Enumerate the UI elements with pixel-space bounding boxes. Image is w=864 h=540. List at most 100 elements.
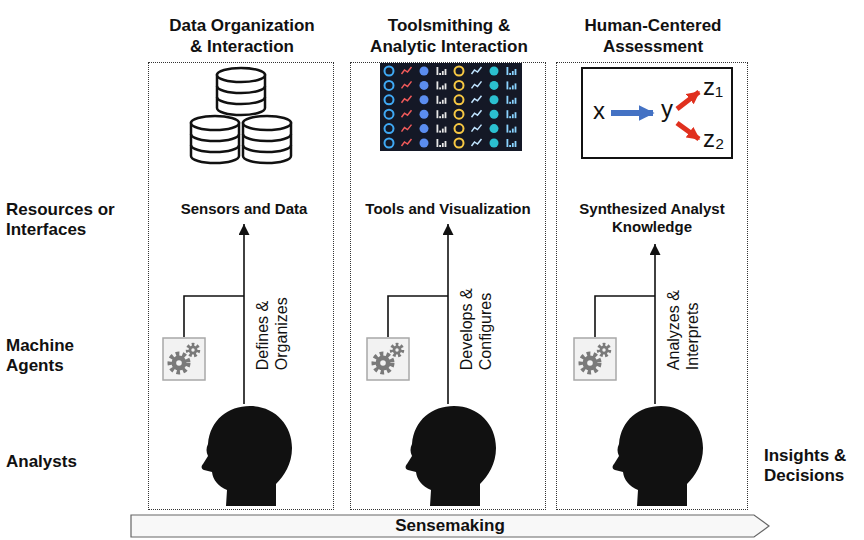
- dashboard-widget: [455, 139, 464, 148]
- line-widget: [472, 96, 482, 103]
- arrow-label: Defines & Organizes: [253, 270, 291, 370]
- bar-widget: [437, 110, 439, 118]
- resource-label: Sensors and Data: [151, 200, 337, 218]
- dashboard-widget: [455, 124, 464, 133]
- dashboard-widget: [507, 81, 517, 89]
- bar-widget: [437, 81, 439, 89]
- dashboard-widget: [420, 95, 429, 104]
- line-widget: [402, 81, 412, 88]
- database-icon: [191, 68, 291, 163]
- bar-widget: [439, 87, 441, 89]
- bar-widget: [507, 110, 509, 118]
- pie-widget: [420, 139, 429, 148]
- bar-widget: [437, 96, 439, 104]
- dashboard-widget: [437, 125, 447, 133]
- pie-widget: [490, 139, 499, 148]
- dashboard-widget: [420, 81, 429, 90]
- pie-widget: [490, 81, 499, 90]
- pie-widget: [490, 67, 499, 76]
- pie-widget: [420, 95, 429, 104]
- ring-widget: [385, 81, 394, 90]
- dashboard-widget: [385, 124, 394, 133]
- dashboard-widget: [385, 139, 394, 148]
- bar-widget: [507, 125, 509, 133]
- bar-widget: [445, 127, 447, 133]
- ring-widget: [385, 67, 394, 76]
- dashboard-widget: [437, 67, 447, 75]
- dashboard-widget: [402, 81, 412, 88]
- column-heading: Data Organization & Interaction: [165, 16, 320, 57]
- dashboard-widget: [437, 81, 447, 89]
- upward-arrow: [243, 224, 245, 404]
- dashboard-widget: [455, 110, 464, 119]
- bar-widget: [509, 116, 511, 118]
- dashboard-widget: [437, 96, 447, 104]
- dashboard-widget: [507, 139, 517, 147]
- bar-widget: [445, 69, 447, 75]
- band-outline: [131, 515, 769, 537]
- dashboard-widget: [420, 124, 429, 133]
- dashboard-widget: [490, 81, 499, 90]
- bar-widget: [507, 81, 509, 89]
- line-widget: [402, 139, 412, 146]
- bar-widget: [442, 129, 444, 133]
- dashboard-widget: [490, 67, 499, 76]
- database-cylinder: [243, 116, 291, 163]
- column-heading: Toolsmithing & Analytic Interaction: [358, 16, 540, 57]
- analyst-head: [613, 406, 703, 506]
- bar-widget: [439, 116, 441, 118]
- pie-widget: [420, 124, 429, 133]
- resource-label: Tools and Visualization: [352, 200, 544, 218]
- dashboard-widget: [472, 110, 482, 117]
- row-label: Resources or Interfaces: [6, 200, 131, 241]
- pie-widget: [420, 67, 429, 76]
- bar-widget: [512, 114, 514, 118]
- pie-widget: [490, 124, 499, 133]
- ring-widget: [455, 139, 464, 148]
- dashboard-widget: [472, 139, 482, 146]
- band-label: Sensemaking: [395, 516, 505, 536]
- dashboard-thumbnail: [380, 63, 522, 151]
- dashboard-widget: [402, 125, 412, 132]
- arrow-label: Develops & Configures: [457, 270, 495, 370]
- line-widget: [472, 139, 482, 146]
- bar-widget: [515, 98, 517, 104]
- bar-widget: [512, 143, 514, 147]
- database-cylinder: [191, 116, 239, 163]
- line-widget: [472, 67, 482, 74]
- bar-widget: [512, 100, 514, 104]
- dashboard-widget: [420, 110, 429, 119]
- pie-widget: [420, 81, 429, 90]
- bar-widget: [515, 141, 517, 147]
- row-label: Machine Agents: [6, 336, 121, 377]
- bar-widget: [439, 131, 441, 133]
- bar-widget: [445, 98, 447, 104]
- database-cylinder: [217, 68, 265, 115]
- machine-agent-icon: [367, 338, 409, 380]
- knowledge-graph-box: xyz₁z₂: [581, 67, 733, 159]
- dashboard-widget: [420, 139, 429, 148]
- variable-symbol: x: [593, 99, 605, 123]
- bar-widget: [437, 67, 439, 75]
- bar-widget: [445, 112, 447, 118]
- dashboard-widget: [402, 139, 412, 146]
- upward-arrow: [447, 224, 449, 404]
- bar-widget: [442, 71, 444, 75]
- bar-widget: [507, 139, 509, 147]
- analyst-head: [202, 406, 292, 506]
- column-heading: Human-Centered Assessment: [573, 16, 733, 57]
- ring-widget: [385, 139, 394, 148]
- bar-widget: [439, 102, 441, 104]
- ring-widget: [455, 110, 464, 119]
- dashboard-widget: [472, 67, 482, 74]
- bar-widget: [512, 129, 514, 133]
- dashboard-widget: [490, 139, 499, 148]
- line-widget: [402, 125, 412, 132]
- bar-widget: [439, 145, 441, 147]
- dashboard-widget: [472, 81, 482, 88]
- dashboard-widget: [472, 96, 482, 103]
- dashboard-widget: [385, 95, 394, 104]
- bar-widget: [515, 83, 517, 89]
